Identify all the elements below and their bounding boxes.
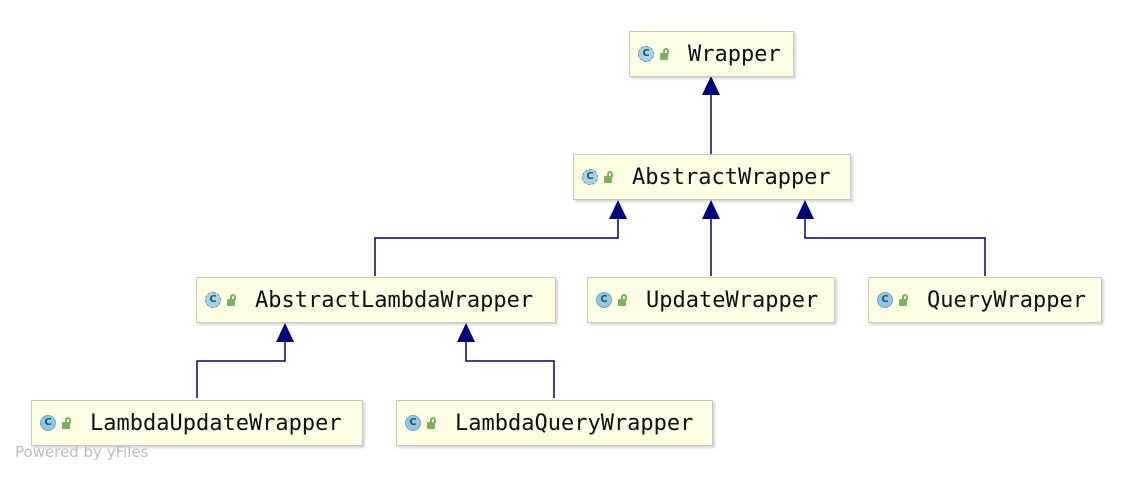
arrowhead [609, 200, 627, 219]
node-icons: C [40, 415, 90, 431]
class-name: AbstractWrapper [632, 164, 831, 190]
public-lock-icon [427, 417, 436, 429]
node-icons: C [582, 169, 632, 185]
class-name: AbstractLambdaWrapper [255, 287, 534, 313]
node-wrapper[interactable]: C Wrapper [629, 31, 794, 77]
node-abstract-lambda-wrapper[interactable]: C AbstractLambdaWrapper [196, 277, 556, 323]
class-icon: C [877, 292, 893, 308]
public-lock-icon [660, 48, 669, 60]
arrowhead [457, 323, 475, 342]
class-icon: C [596, 292, 612, 308]
public-lock-icon [62, 417, 71, 429]
class-name: Wrapper [688, 41, 781, 67]
node-abstract-wrapper[interactable]: C AbstractWrapper [573, 154, 851, 200]
class-icon: C [405, 415, 421, 431]
abstract-class-icon: C [638, 46, 654, 62]
public-lock-icon [618, 294, 627, 306]
node-icons: C [877, 292, 927, 308]
node-icons: C [205, 292, 255, 308]
node-lambda-query-wrapper[interactable]: C LambdaQueryWrapper [396, 400, 713, 446]
class-icon: C [40, 415, 56, 431]
abstract-class-icon: C [205, 292, 221, 308]
class-name: UpdateWrapper [646, 287, 819, 313]
node-lambda-update-wrapper[interactable]: C LambdaUpdateWrapper [31, 400, 363, 446]
class-name: QueryWrapper [927, 287, 1086, 313]
arrowhead [276, 323, 294, 342]
arrowhead [702, 76, 720, 95]
edge-lambdaupdatewrapper-to-abstractlambdawrapper [196, 341, 286, 398]
public-lock-icon [899, 294, 908, 306]
node-query-wrapper[interactable]: C QueryWrapper [868, 277, 1102, 323]
public-lock-icon [227, 294, 236, 306]
node-icons: C [596, 292, 646, 308]
edge-lambdaquerywrapper-to-abstractlambdawrapper [465, 341, 555, 398]
class-name: LambdaUpdateWrapper [90, 410, 342, 436]
abstract-class-icon: C [582, 169, 598, 185]
node-icons: C [638, 46, 688, 62]
node-icons: C [405, 415, 455, 431]
watermark: Powered by yFiles [15, 443, 149, 461]
edge-abstractlambdawrapper-to-abstractwrapper [374, 218, 619, 276]
class-name: LambdaQueryWrapper [455, 410, 694, 436]
node-update-wrapper[interactable]: C UpdateWrapper [587, 277, 835, 323]
arrowhead [796, 200, 814, 219]
public-lock-icon [604, 171, 613, 183]
arrowhead [702, 200, 720, 219]
edge-querywrapper-to-abstractwrapper [804, 218, 986, 276]
